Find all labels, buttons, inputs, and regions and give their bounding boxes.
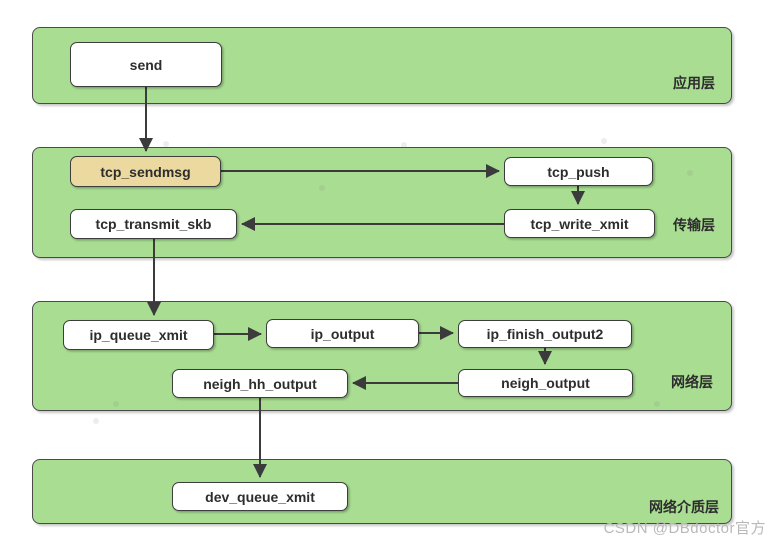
layer-band-media: 网络介质层 [32,459,732,524]
layer-label-network: 网络层 [671,374,713,390]
watermark-dot [113,401,119,407]
node-tcp_push: tcp_push [504,157,653,186]
node-ip_finish_output2: ip_finish_output2 [458,320,632,348]
watermark-dot [319,185,325,191]
node-ip_queue_xmit: ip_queue_xmit [63,320,214,350]
watermark-dot [601,138,607,144]
watermark-dot [654,401,660,407]
node-dev_queue_xmit: dev_queue_xmit [172,482,348,511]
watermark-dot [401,142,407,148]
node-neigh_output: neigh_output [458,369,633,397]
node-tcp_transmit_skb: tcp_transmit_skb [70,209,237,239]
node-neigh_hh_output: neigh_hh_output [172,369,348,398]
watermark-text: CSDN @DBdoctor官方 [603,520,766,537]
layer-label-transport: 传输层 [673,217,715,233]
node-ip_output: ip_output [266,319,419,348]
node-send: send [70,42,222,87]
layer-label-media: 网络介质层 [649,499,719,515]
layer-label-application: 应用层 [673,75,715,91]
watermark-dot [687,170,693,176]
watermark-dot [163,141,169,147]
node-tcp_write_xmit: tcp_write_xmit [504,209,655,238]
watermark-dot [93,418,99,424]
node-tcp_sendmsg: tcp_sendmsg [70,156,221,187]
